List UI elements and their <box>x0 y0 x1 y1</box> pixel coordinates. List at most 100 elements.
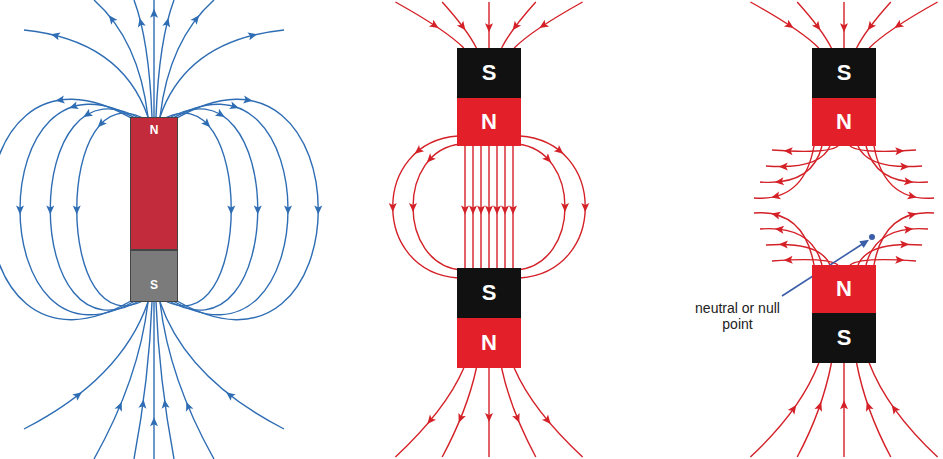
field-arrowhead <box>509 205 517 214</box>
field-arrowhead <box>509 21 521 33</box>
field-arrowhead <box>160 399 169 409</box>
field-arrowhead <box>888 403 900 415</box>
field-line <box>442 368 476 457</box>
field-line <box>512 146 513 268</box>
field-arrowhead <box>784 256 793 264</box>
magnet-pole: S <box>812 313 876 363</box>
field-line <box>858 244 922 265</box>
field-line <box>0 99 136 319</box>
field-arrowhead <box>907 191 918 201</box>
magnet-pole: N <box>457 98 521 146</box>
field-line <box>168 104 288 315</box>
field-arrowhead <box>201 118 213 130</box>
magnet-pole: N <box>457 318 521 368</box>
field-line <box>94 302 148 459</box>
field-arrowhead <box>863 401 874 412</box>
field-line <box>164 109 258 310</box>
field-arrowhead <box>247 30 258 40</box>
field-line <box>413 144 461 270</box>
field-arrowhead <box>461 205 469 214</box>
field-arrowhead <box>50 30 61 40</box>
field-line <box>172 99 318 319</box>
field-line <box>160 302 284 429</box>
leader-arrowhead <box>859 236 871 248</box>
field-arrowhead <box>493 205 501 214</box>
pole-letter: S <box>837 62 852 84</box>
field-arrowhead <box>55 95 65 104</box>
field-arrowhead <box>485 205 493 214</box>
field-arrowhead <box>190 13 202 25</box>
field-arrowhead <box>81 109 93 120</box>
field-line <box>488 2 489 48</box>
field-line <box>488 146 489 268</box>
field-arrowhead <box>814 401 825 412</box>
field-arrowhead <box>895 147 904 155</box>
field-line <box>514 2 582 48</box>
magnet-pole: S <box>812 48 876 98</box>
field-arrowhead <box>389 203 397 212</box>
field-line <box>843 363 844 457</box>
field-arrowhead <box>95 118 107 130</box>
field-line <box>858 146 922 167</box>
pole-letter: S <box>482 282 497 304</box>
pole-letter: N <box>150 124 159 136</box>
field-arrowhead <box>229 101 240 111</box>
field-arrowhead <box>73 205 81 214</box>
pole-letter: S <box>150 279 158 291</box>
field-arrowhead <box>150 417 158 426</box>
field-arrowhead <box>907 210 918 220</box>
field-arrowhead <box>774 177 784 186</box>
pole-letter: N <box>836 278 852 300</box>
field-line <box>395 2 463 48</box>
field-line <box>797 2 831 48</box>
field-line <box>869 2 937 48</box>
field-arrowhead <box>774 225 784 234</box>
field-arrowhead <box>136 17 146 28</box>
magnet-pole: S <box>130 250 178 302</box>
field-line <box>514 368 582 457</box>
field-arrowhead <box>46 205 54 214</box>
magnet-pole: S <box>457 48 521 98</box>
field-line <box>393 136 458 278</box>
field-arrowhead <box>224 389 236 401</box>
field-arrowhead <box>72 389 84 401</box>
field-arrowhead <box>412 145 424 157</box>
field-arrowhead <box>457 21 469 33</box>
field-arrowhead <box>424 153 436 165</box>
field-arrowhead <box>788 403 800 415</box>
field-arrowhead <box>227 205 235 214</box>
field-arrowhead <box>477 205 485 214</box>
field-line <box>843 2 844 48</box>
field-arrowhead <box>904 225 914 234</box>
field-arrowhead <box>162 17 172 28</box>
field-line <box>134 0 152 117</box>
field-line <box>517 144 565 270</box>
pole-letter: N <box>481 332 497 354</box>
field-line <box>496 146 497 268</box>
field-line <box>160 30 284 117</box>
pole-letter: S <box>837 327 852 349</box>
field-line <box>857 363 891 457</box>
field-arrowhead <box>895 256 904 264</box>
null-point-dot <box>869 234 875 240</box>
field-arrowhead <box>770 210 781 220</box>
field-line <box>24 302 148 429</box>
field-arrowhead <box>784 20 796 32</box>
field-line <box>797 363 831 457</box>
field-line <box>502 368 536 457</box>
field-arrowhead <box>254 205 262 214</box>
field-arrowhead <box>892 20 904 32</box>
field-line <box>20 104 140 315</box>
field-arrowhead <box>243 95 253 104</box>
field-arrowhead <box>900 162 909 170</box>
field-line <box>504 146 505 268</box>
field-arrowhead <box>284 205 292 214</box>
field-line <box>24 30 148 117</box>
field-arrowhead <box>68 101 79 111</box>
field-arrowhead <box>138 399 147 409</box>
field-arrowhead <box>779 162 788 170</box>
field-line <box>395 368 463 457</box>
field-line <box>869 363 937 457</box>
field-arrowhead <box>215 109 227 120</box>
